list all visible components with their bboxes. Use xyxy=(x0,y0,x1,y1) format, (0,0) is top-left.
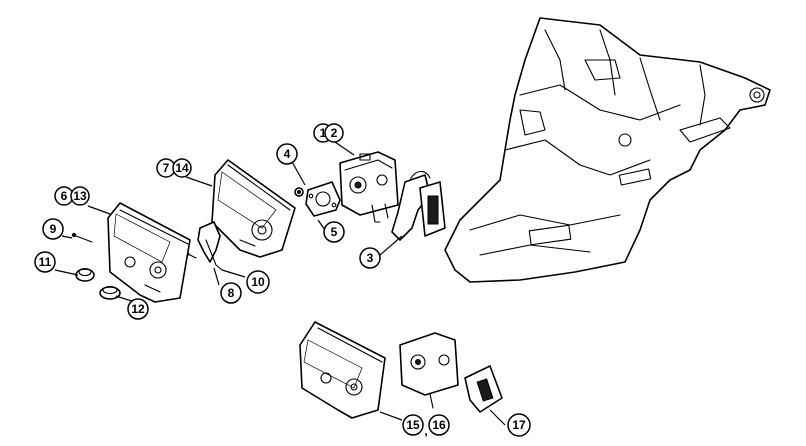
washer xyxy=(294,187,304,197)
callout-17: 17 xyxy=(507,413,531,437)
callout-12: 12 xyxy=(127,298,149,320)
plug-11 xyxy=(75,267,95,282)
carburetor-kit xyxy=(399,332,459,409)
svg-text:3: 3 xyxy=(367,251,374,265)
svg-text:7: 7 xyxy=(163,161,170,175)
callout-9: 9 xyxy=(42,218,64,240)
flange-17 xyxy=(464,365,503,413)
svg-text:11: 11 xyxy=(39,255,52,269)
knob-12 xyxy=(99,285,121,300)
svg-text:6: 6 xyxy=(61,189,68,203)
air-filter-base xyxy=(211,159,296,258)
separator-comma: , xyxy=(424,424,427,438)
callout-2: 2 xyxy=(324,123,344,143)
svg-text:13: 13 xyxy=(73,189,87,203)
carburetor xyxy=(339,151,399,223)
filter-cover xyxy=(107,202,191,303)
svg-text:9: 9 xyxy=(50,222,57,236)
pin xyxy=(71,232,93,243)
callout-5: 5 xyxy=(323,221,345,243)
svg-text:17: 17 xyxy=(512,418,526,432)
callout-4: 4 xyxy=(276,143,298,165)
callout-8: 8 xyxy=(220,282,242,304)
intake-manifold xyxy=(391,170,446,241)
svg-text:2: 2 xyxy=(331,126,338,140)
svg-text:1: 1 xyxy=(320,126,327,140)
callout-15: 15 xyxy=(402,414,424,436)
svg-text:14: 14 xyxy=(175,161,189,175)
callout-13: 13 xyxy=(70,186,90,206)
filter-cover-kit xyxy=(299,321,386,419)
svg-text:10: 10 xyxy=(251,275,265,289)
carburetor-gasket xyxy=(305,181,341,217)
callout-14: 14 xyxy=(172,158,192,178)
choke-lever xyxy=(184,221,223,271)
callout-3: 3 xyxy=(359,247,381,269)
svg-text:12: 12 xyxy=(131,302,145,316)
svg-text:5: 5 xyxy=(331,225,338,239)
svg-text:8: 8 xyxy=(228,286,235,300)
svg-text:15: 15 xyxy=(406,418,420,432)
callout-16: 16 xyxy=(428,414,450,436)
svg-text:4: 4 xyxy=(284,147,291,161)
engine-housing xyxy=(444,17,771,283)
callout-11: 11 xyxy=(34,251,56,273)
svg-text:16: 16 xyxy=(432,418,446,432)
callout-10: 10 xyxy=(246,270,270,294)
